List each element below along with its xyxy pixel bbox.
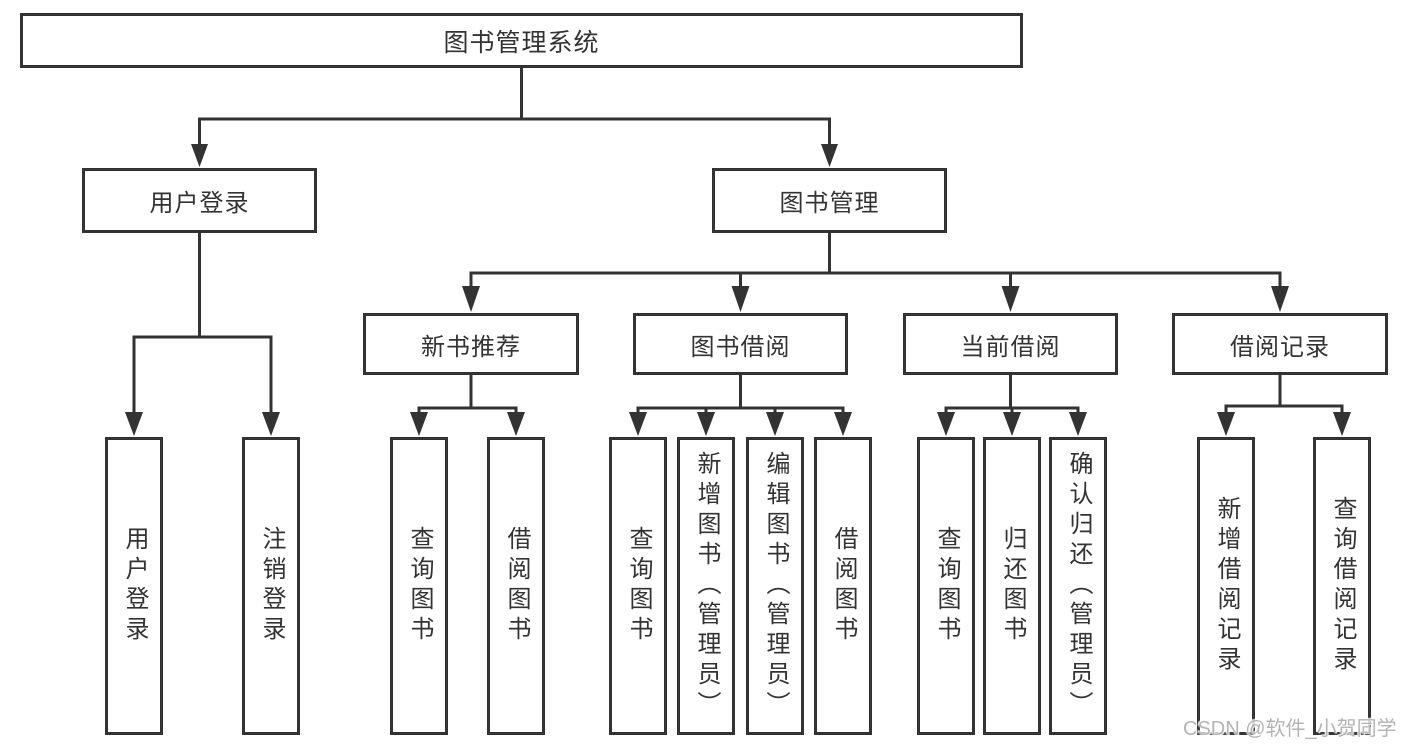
node-current-borrowing-label: 当前借阅 (960, 333, 1061, 361)
leaf-return-books-label: 归还图书 (999, 526, 1026, 646)
node-user-login: 用户登录 (82, 168, 317, 233)
leaf-query-books-borrow: 查询图书 (609, 437, 667, 735)
leaf-edit-books-admin-label: 编辑图书（管理员） (762, 451, 789, 721)
node-new-book-recommendation: 新书推荐 (363, 313, 579, 375)
node-borrowing-records-label: 借阅记录 (1230, 333, 1330, 361)
leaf-return-books: 归还图书 (983, 437, 1041, 735)
node-library-management-system: 图书管理系统 (20, 13, 1023, 68)
node-book-borrowing-label: 图书借阅 (690, 333, 791, 361)
leaf-borrow-books: 借阅图书 (814, 437, 872, 735)
leaf-query-books-borrow-label: 查询图书 (625, 526, 652, 646)
leaf-add-books-admin-label: 新增图书（管理员） (693, 451, 720, 721)
arrowheads (125, 144, 1351, 436)
node-user-login-label: 用户登录 (149, 190, 250, 217)
leaf-borrow-books-label: 借阅图书 (830, 526, 857, 646)
leaf-query-books-recommend-label: 查询图书 (406, 526, 433, 646)
leaf-borrow-books-recommend: 借阅图书 (487, 437, 545, 735)
leaf-user-login: 用户登录 (105, 437, 163, 735)
node-book-management-label: 图书管理 (779, 190, 880, 217)
leaf-query-books-current: 查询图书 (917, 437, 975, 735)
leaf-edit-books-admin: 编辑图书（管理员） (746, 437, 804, 735)
leaf-query-borrow-record: 查询借阅记录 (1313, 437, 1371, 735)
leaf-add-books-admin: 新增图书（管理员） (677, 437, 735, 735)
leaf-logout-label: 注销登录 (258, 526, 285, 646)
leaf-borrow-books-recommend-label: 借阅图书 (503, 526, 530, 646)
leaf-query-books-current-label: 查询图书 (933, 526, 960, 646)
leaf-logout: 注销登录 (242, 437, 300, 735)
leaf-query-books-recommend: 查询图书 (390, 437, 448, 735)
node-new-book-recommendation-label: 新书推荐 (421, 333, 521, 361)
leaf-confirm-return-admin-label: 确认归还（管理员） (1065, 451, 1092, 721)
leaf-add-borrow-record-label: 新增借阅记录 (1213, 496, 1240, 676)
leaf-add-borrow-record: 新增借阅记录 (1197, 437, 1255, 735)
csdn-watermark: CSDN @软件_小贺同学 (1183, 718, 1397, 740)
leaf-confirm-return-admin: 确认归还（管理员） (1049, 437, 1107, 735)
node-borrowing-records: 借阅记录 (1172, 313, 1388, 375)
leaf-user-login-label: 用户登录 (121, 526, 148, 646)
node-library-management-system-label: 图书管理系统 (443, 28, 600, 57)
node-book-borrowing: 图书借阅 (633, 313, 848, 375)
node-current-borrowing: 当前借阅 (903, 313, 1118, 375)
leaf-query-borrow-record-label: 查询借阅记录 (1329, 496, 1356, 676)
node-book-management: 图书管理 (712, 168, 947, 233)
